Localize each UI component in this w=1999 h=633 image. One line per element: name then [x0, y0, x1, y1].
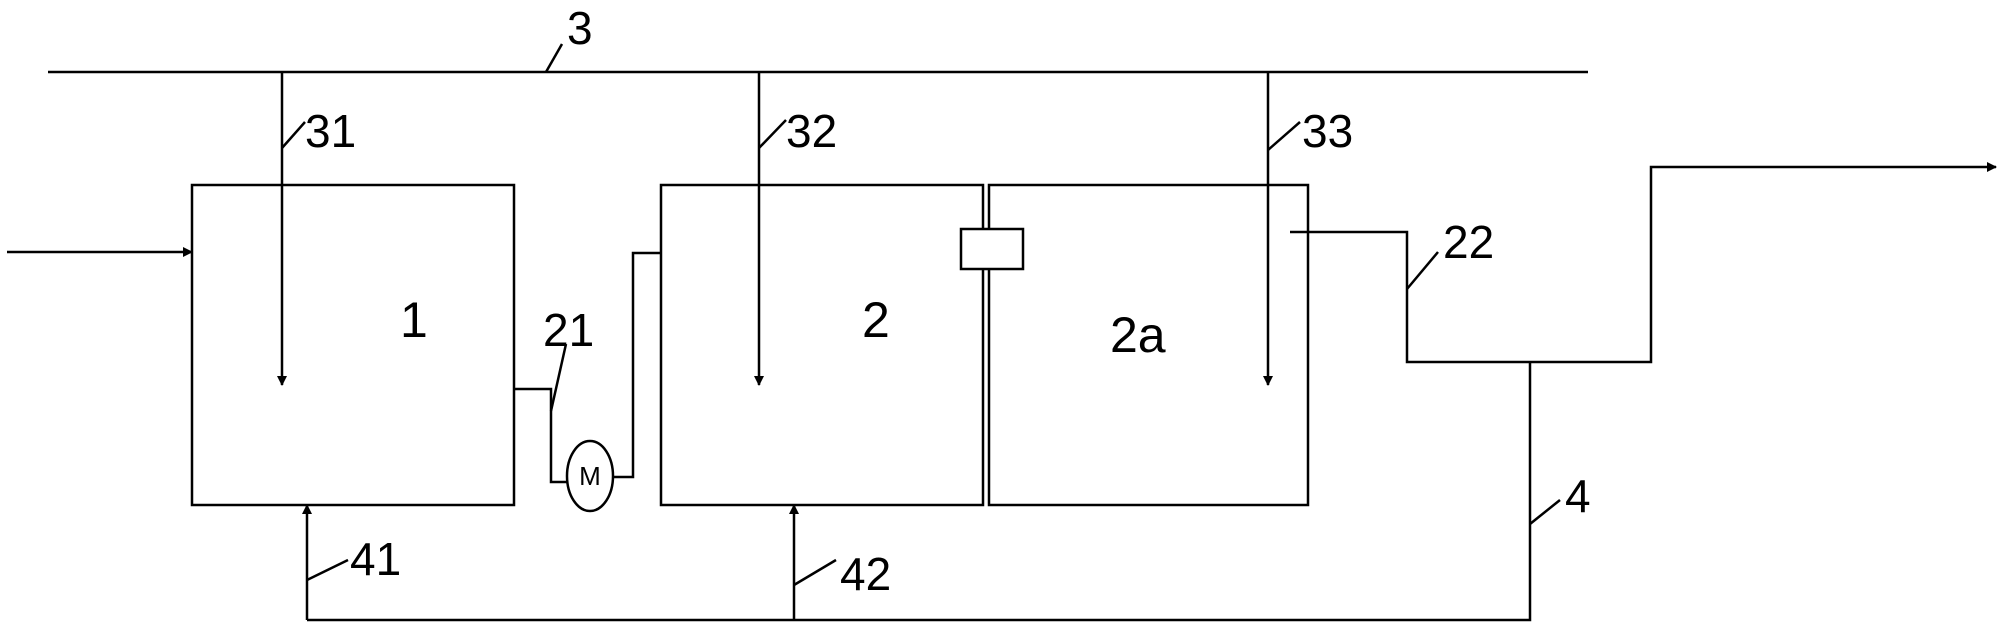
return-41-leader [306, 558, 349, 582]
pipe-21-to-unit-2 [611, 251, 661, 479]
return-41-label: 41 [350, 533, 401, 585]
return-42-label: 42 [840, 548, 891, 600]
unit-2a-box [987, 183, 1310, 507]
header-line-leader [544, 43, 564, 73]
return-42-leader [793, 558, 837, 587]
motor-label: M [579, 461, 601, 491]
pipe-22-label: 22 [1443, 216, 1494, 268]
branch-31-leader [281, 121, 306, 149]
pipe-21 [514, 387, 567, 484]
branch-33-label: 33 [1302, 105, 1353, 157]
branch-33-leader [1267, 121, 1301, 151]
return-line-leader [1529, 499, 1561, 525]
branch-31-label: 31 [305, 105, 356, 157]
motor-symbol [565, 439, 615, 513]
unit-2-label: 2 [862, 292, 890, 348]
unit-1-box [190, 183, 516, 507]
branch-32-leader [758, 119, 787, 149]
unit-1-label: 1 [400, 292, 428, 348]
return-line-label: 4 [1565, 470, 1591, 522]
pipe-22-leader [1406, 251, 1439, 290]
unit-2a-label: 2a [1110, 307, 1166, 363]
header-line-label: 3 [567, 2, 593, 54]
return-line-4 [307, 362, 1532, 622]
unit-2-box [659, 183, 985, 507]
pipe-22 [1290, 165, 1904, 364]
pipe-21-leader [549, 343, 568, 412]
unit-2-2a-connector [959, 227, 1025, 271]
pipe-21-label: 21 [543, 304, 594, 356]
branch-32-label: 32 [786, 105, 837, 157]
